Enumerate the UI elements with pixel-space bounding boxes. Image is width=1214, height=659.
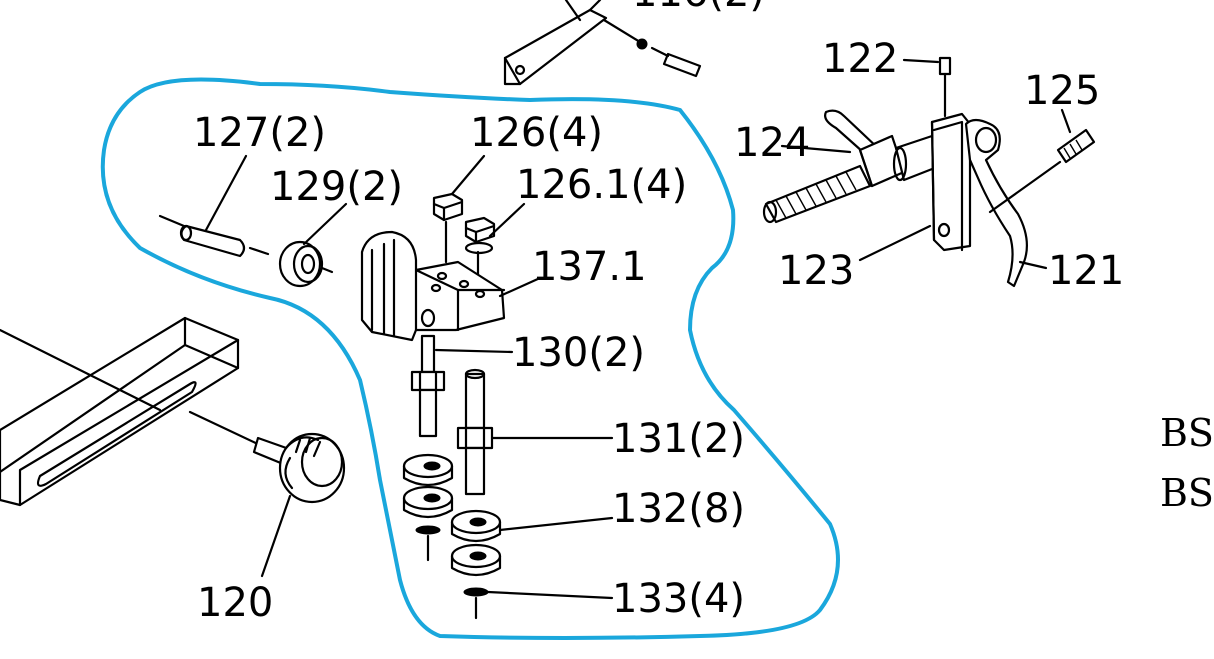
label-bs-1: BS [1160,411,1214,455]
right-assembly: 122 124 123 121 125 [734,36,1124,294]
label-132: 132(8) [612,486,745,532]
label-123: 123 [778,248,854,294]
label-120: 120 [197,580,273,626]
top-bracket-part: 116(2) [503,0,765,86]
bolt-130: 130(2) [410,330,645,438]
label-126: 126(4) [470,110,603,156]
nut-126: 126(4) [432,110,603,264]
bushing-129: 129(2) [270,164,403,288]
highlight-outline [100,77,840,640]
label-133: 133(4) [612,576,745,622]
washers-132-left [402,453,454,562]
label-122: 122 [822,36,898,82]
pin-127: 127(2) [158,110,326,258]
bolt-131: 131(2) [456,368,745,496]
label-121: 121 [1048,248,1124,294]
bracket-137-1: 137.1 [360,230,647,342]
nut-126-1: 126.1(4) [464,162,687,288]
label-131: 131(2) [612,416,745,462]
label-124: 124 [734,120,810,166]
washers-132-right: 132(8) 133(4) [450,486,745,622]
label-130: 130(2) [512,330,645,376]
label-125: 125 [1024,68,1100,114]
knob-part: 120 [188,410,346,626]
label-127: 127(2) [193,110,326,156]
label-129: 129(2) [270,164,403,210]
label-137-1: 137.1 [532,244,647,290]
label-bs-2: BS [1160,471,1214,515]
label-126-1: 126.1(4) [516,162,687,208]
label-116: 116(2) [632,0,765,16]
slotted-rail-part [0,316,240,507]
